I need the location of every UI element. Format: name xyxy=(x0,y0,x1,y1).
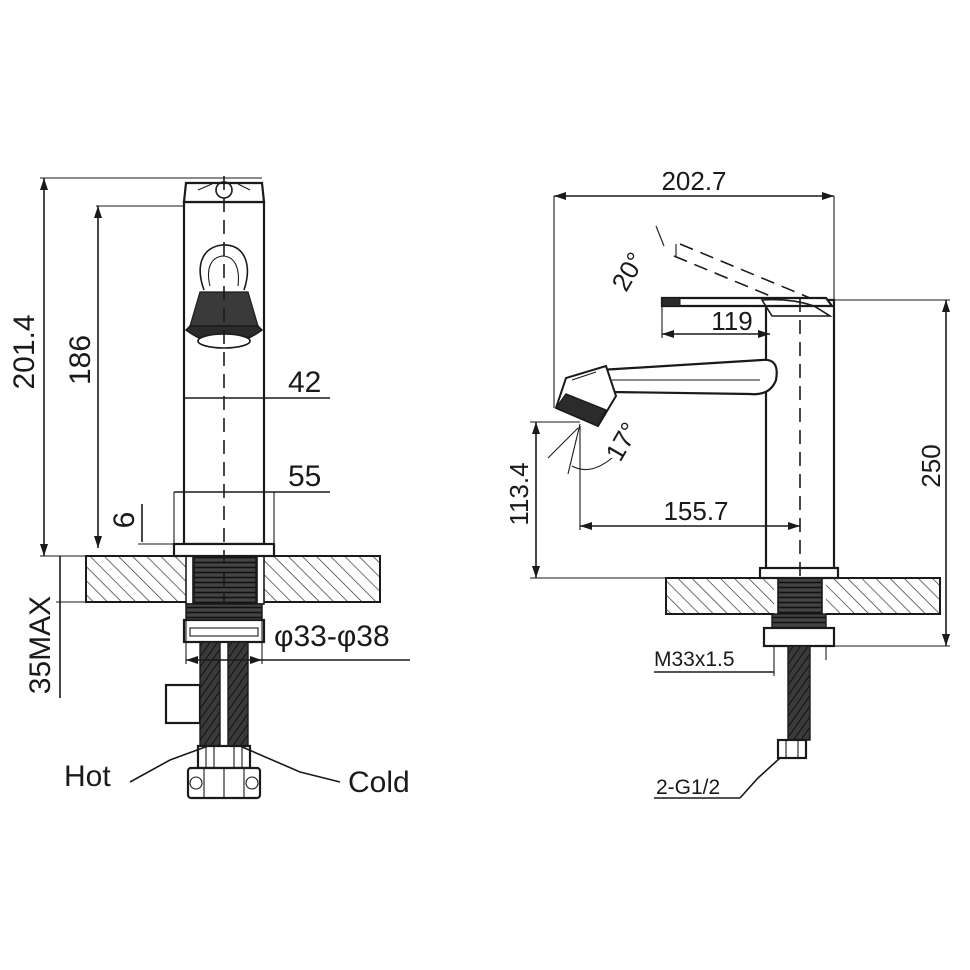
dim-spout-reach: 155.7 xyxy=(663,496,728,526)
dim-total-height: 250 xyxy=(916,444,946,487)
front-mounting-nut xyxy=(182,618,266,644)
side-handle xyxy=(660,296,835,308)
dim-height-spout: 186 xyxy=(64,335,97,385)
dim-spout-angle: 17° xyxy=(599,417,645,466)
side-spout xyxy=(554,358,778,428)
side-mounting-nut xyxy=(762,626,836,648)
dim-width-base: 55 xyxy=(288,460,321,493)
dim-spout-height: 113.4 xyxy=(504,462,534,525)
dim-width-body: 42 xyxy=(288,366,321,399)
side-shank xyxy=(777,577,823,615)
hot-hose xyxy=(199,641,221,747)
dim-max-counter: 35MAX xyxy=(24,596,57,694)
label-hot: Hot xyxy=(64,760,111,793)
side-hose-fitting xyxy=(776,738,808,760)
side-hose xyxy=(787,645,811,741)
front-shank xyxy=(192,555,258,605)
cold-hose xyxy=(227,641,249,747)
front-view: 201.4 186 42 55 6 35MAX φ33-φ38 Hot xyxy=(8,176,410,800)
label-hose-connection: 2-G1/2 xyxy=(656,776,720,799)
side-view: 202.7 20° 119 250 17° 113.4 155.7 xyxy=(504,166,950,799)
dim-base-thickness: 6 xyxy=(108,512,141,529)
label-thread: M33x1.5 xyxy=(654,648,735,671)
dim-height-total: 201.4 xyxy=(8,314,41,389)
dim-handle-angle: 20° xyxy=(605,247,651,296)
dim-total-length: 202.7 xyxy=(661,166,726,196)
dim-handle-reach: 119 xyxy=(711,306,752,336)
label-cold: Cold xyxy=(348,766,410,799)
dim-hole-diameter: φ33-φ38 xyxy=(274,620,390,653)
